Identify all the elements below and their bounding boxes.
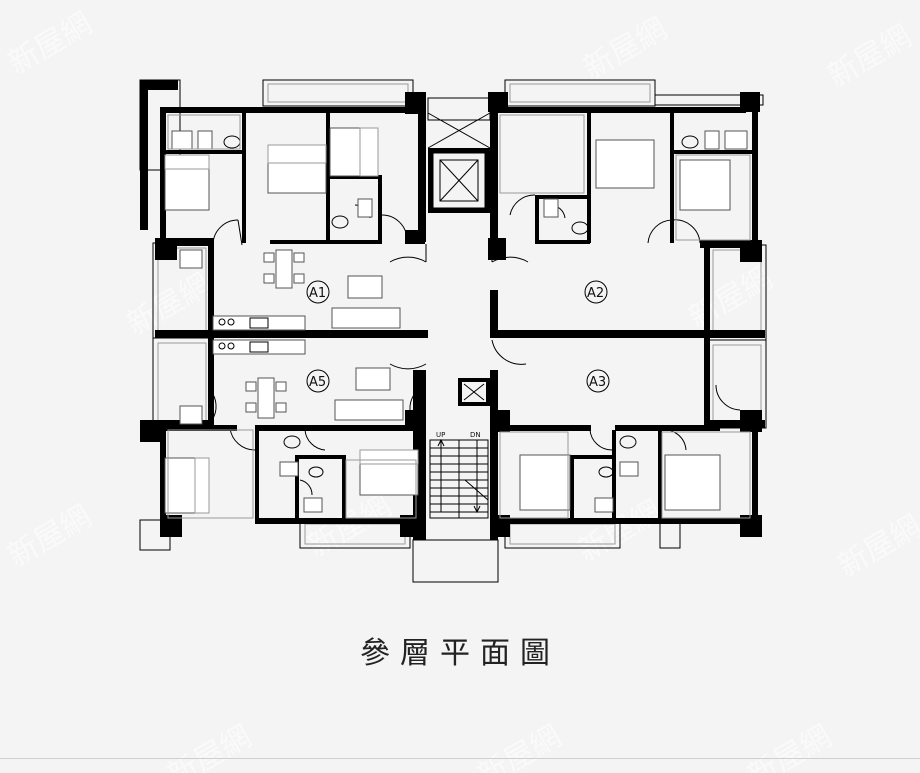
divider	[0, 758, 920, 759]
unit-label-a5: A5	[309, 375, 326, 390]
watermark-text: 新屋網	[832, 509, 920, 584]
unit-label-a1: A1	[309, 286, 326, 301]
unit-label-a2: A2	[587, 286, 604, 301]
elevators	[427, 112, 491, 401]
watermark-text: 新屋網	[2, 499, 97, 574]
unit-labels: A1 A2 A5 A3	[306, 280, 610, 393]
stairs-down-label: DN	[470, 431, 481, 439]
watermark-text: 新屋網	[472, 719, 567, 773]
watermark-text: 新屋網	[162, 719, 257, 773]
watermark-text: 新屋網	[578, 11, 673, 86]
watermark-text: 新屋網	[822, 19, 917, 94]
watermark-text: 新屋網	[3, 6, 98, 81]
walls	[140, 80, 765, 540]
watermark-text: 新屋網	[683, 261, 778, 336]
unit-label-a3: A3	[589, 375, 606, 390]
stairs-up-label: UP	[436, 431, 445, 439]
floor-plan-caption: 參層平面圖	[360, 636, 560, 671]
furniture	[164, 114, 751, 519]
staircase: UP DN	[429, 431, 489, 519]
watermark-text: 新屋網	[742, 719, 837, 773]
